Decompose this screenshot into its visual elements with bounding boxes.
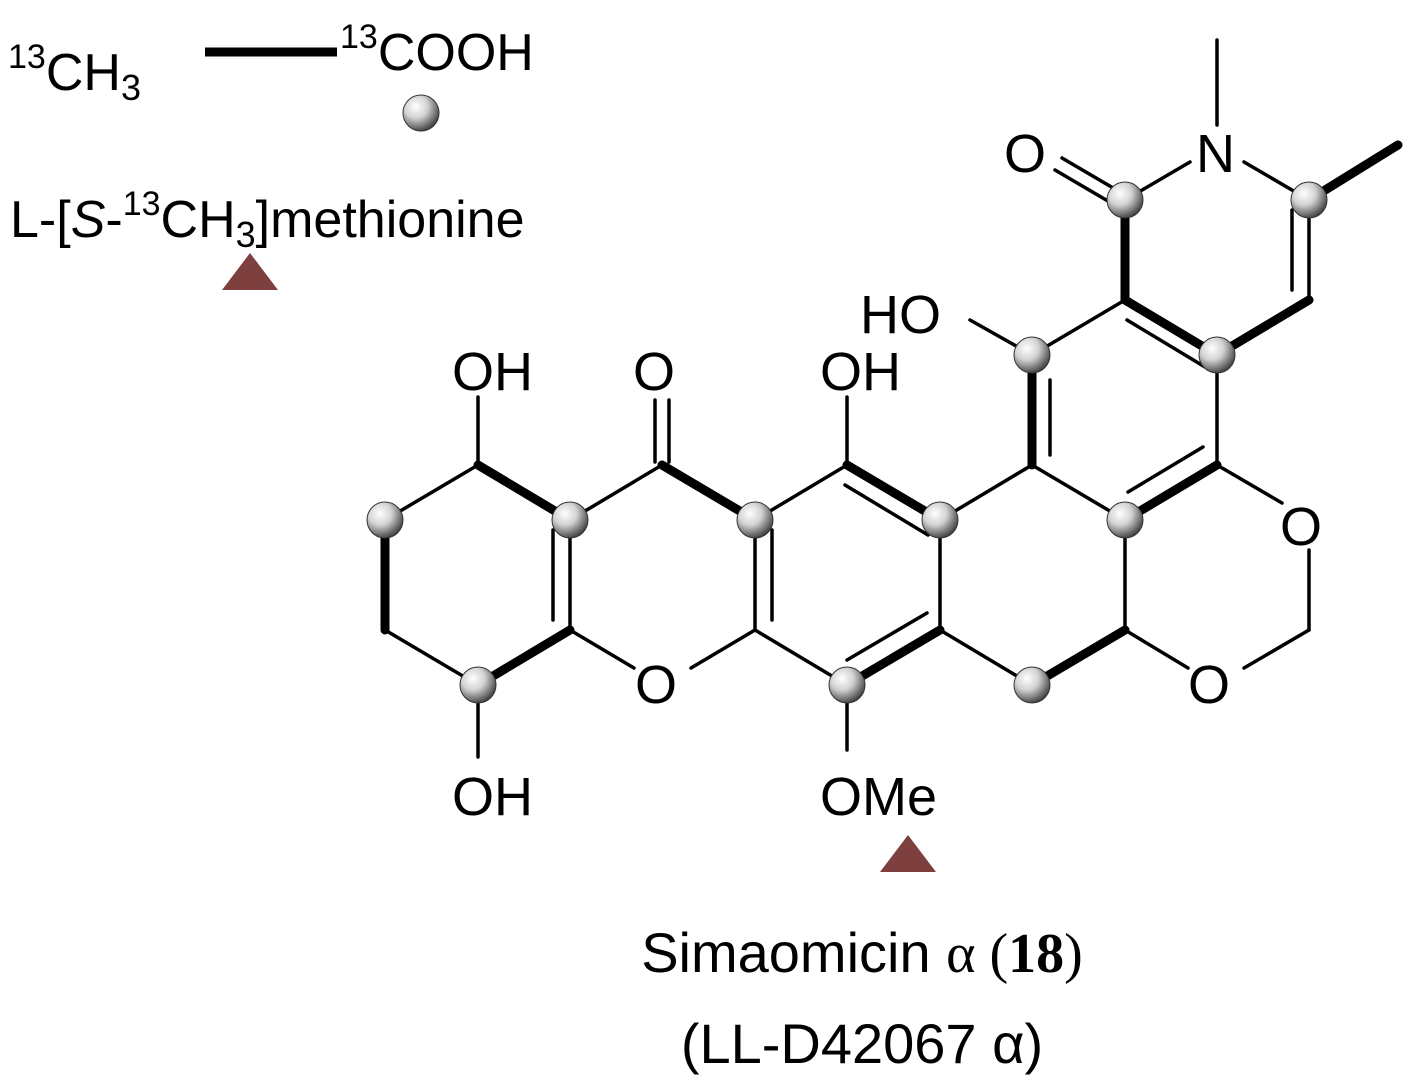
acetate-marker <box>1013 666 1051 704</box>
acetate-marker <box>1290 181 1328 219</box>
dioxane-oxygen-bottom: O <box>1188 655 1230 715</box>
methyl-label-marker <box>880 835 936 872</box>
acetate-methyl-group: CH <box>46 44 121 102</box>
acetate-carboxyl-group: COOH <box>378 24 534 82</box>
acetate-marker <box>1106 501 1144 539</box>
svg-text:13COOH: 13COOH <box>340 18 534 82</box>
hydroxyl-ring-a-top: OH <box>452 342 533 402</box>
methionine-methyl-group: CH <box>161 191 236 249</box>
hydroxyl-ring-e: HO <box>860 285 941 345</box>
acetate-carboxyl-isotope: 13 <box>340 18 378 56</box>
methoxy-group: OMe <box>820 767 937 827</box>
svg-text:13CH3: 13CH3 <box>8 38 141 108</box>
acetate-marker <box>921 501 959 539</box>
compound-alt-name: (LL-D42067 α) <box>681 1012 1043 1075</box>
svg-text:L-[S-13CH3]methionine: L-[S-13CH3]methionine <box>10 185 525 255</box>
hydroxyl-ring-a-bottom: OH <box>452 767 533 827</box>
compound-paren-close: ) <box>1064 923 1083 985</box>
xanthone-oxygen: O <box>635 655 677 715</box>
acetate-marker <box>1198 336 1236 374</box>
keto-oxygen: O <box>633 342 675 402</box>
acetate-marker <box>1106 181 1144 219</box>
ring-nitrogen: N <box>1196 124 1235 184</box>
acetate-marker <box>736 501 774 539</box>
dioxane-oxygen-top: O <box>1280 497 1322 557</box>
methionine-label-marker <box>222 253 278 290</box>
acetate-methyl-isotope: 13 <box>8 38 46 76</box>
methionine-legend: L-[S-13CH3]methionine <box>10 185 525 290</box>
compound-number: 18 <box>1008 923 1064 985</box>
methionine-s-label: S <box>71 191 106 249</box>
acetate-legend: 13CH3 13COOH <box>8 18 534 132</box>
acetate-label-markers <box>366 181 1328 704</box>
hydroxyl-ring-c-top: OH <box>820 342 901 402</box>
compound-caption: Simaomicin α (18) (LL-D42067 α) <box>641 921 1083 1075</box>
amide-oxygen: O <box>1004 124 1046 184</box>
compound-paren-open: ( <box>976 923 1009 985</box>
acetate-marker <box>459 666 497 704</box>
methionine-dash: - <box>105 191 122 249</box>
acetate-marker <box>551 501 589 539</box>
acetate-marker <box>1013 336 1051 374</box>
methionine-prefix: L-[ <box>10 191 71 249</box>
molecule-atom-labels: OH O OH HO O N O O O OH OMe <box>452 124 1322 827</box>
methionine-suffix: ]methionine <box>256 191 525 249</box>
methionine-methyl-subscript: 3 <box>236 214 256 255</box>
compound-alpha: α <box>946 923 975 985</box>
methionine-isotope: 13 <box>123 185 161 223</box>
compound-name: Simaomicin <box>641 921 946 984</box>
acetate-label-marker <box>402 94 440 132</box>
svg-text:Simaomicin α (18): Simaomicin α (18) <box>641 921 1083 985</box>
acetate-marker <box>828 666 866 704</box>
acetate-methyl-subscript: 3 <box>121 67 141 108</box>
acetate-marker <box>366 501 404 539</box>
